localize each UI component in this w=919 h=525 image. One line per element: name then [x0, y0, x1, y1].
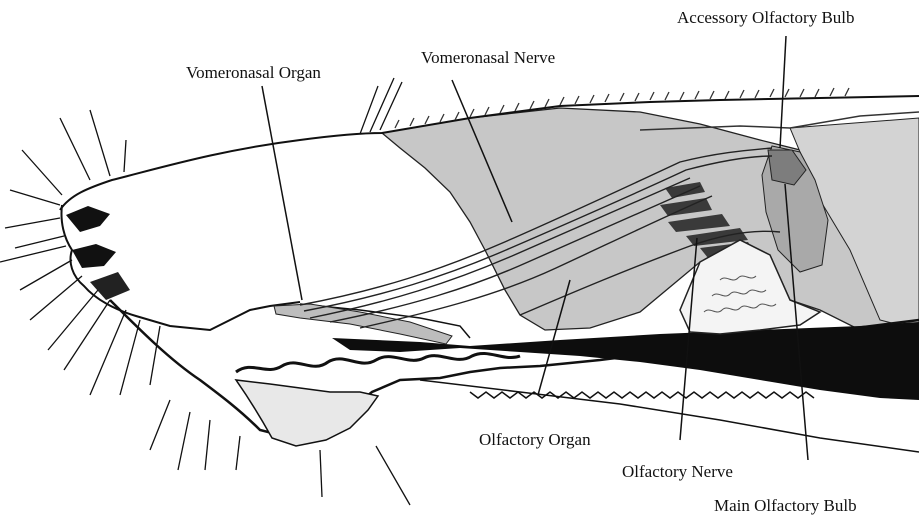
nostril	[66, 206, 116, 268]
whiskers	[0, 78, 410, 505]
label-vomeronasal-organ: Vomeronasal Organ	[186, 64, 321, 81]
label-olfactory-organ: Olfactory Organ	[479, 431, 591, 448]
label-olfactory-nerve: Olfactory Nerve	[622, 463, 733, 480]
snout-dark-marks	[90, 272, 130, 300]
label-accessory-olfactory-bulb: Accessory Olfactory Bulb	[677, 9, 855, 26]
label-vomeronasal-nerve: Vomeronasal Nerve	[421, 49, 555, 66]
jaw-wavy-line	[236, 353, 520, 372]
lower-jaw-tissue	[236, 380, 378, 446]
label-main-olfactory-bulb: Main Olfactory Bulb	[714, 497, 857, 514]
